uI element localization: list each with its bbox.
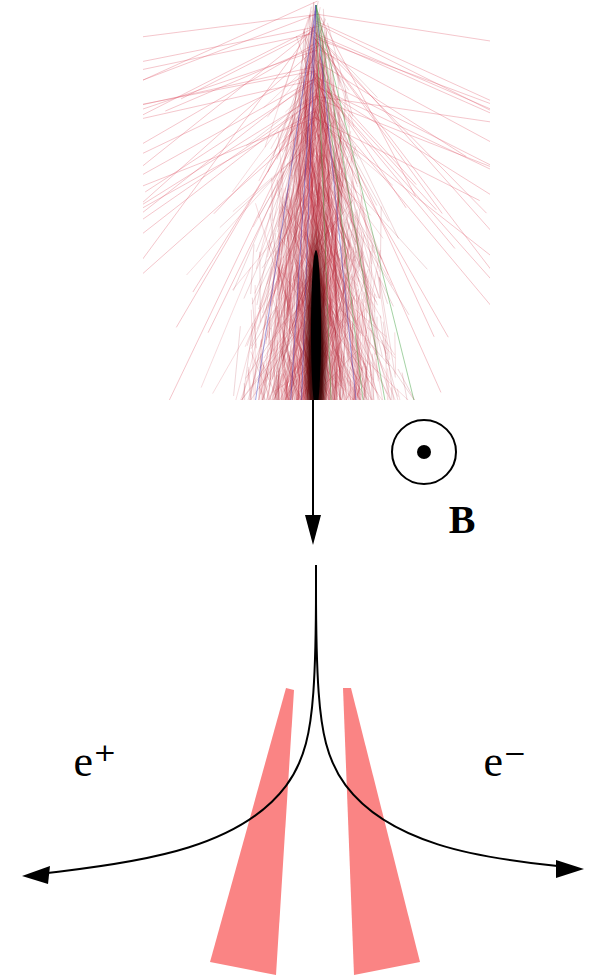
particle-track	[281, 356, 294, 400]
particle-track	[350, 209, 366, 277]
arrow-head	[305, 515, 321, 545]
particle-track	[237, 344, 256, 400]
particle-track	[366, 289, 382, 357]
shower-core	[311, 250, 321, 400]
particle-track	[343, 240, 349, 381]
arrow-head	[556, 860, 584, 878]
particle-track	[251, 244, 254, 294]
particle-track	[143, 71, 314, 144]
shower-core	[302, 150, 330, 400]
light-cone	[210, 688, 294, 975]
particle-track	[353, 247, 354, 290]
electron-track	[316, 565, 575, 868]
particle-track	[385, 340, 389, 400]
particle-track	[339, 355, 340, 400]
particle-track	[201, 267, 251, 387]
particle-track	[329, 46, 354, 127]
particle-track	[317, 39, 490, 152]
particle-label: e⁻	[484, 740, 527, 784]
particle-track	[318, 87, 490, 224]
field-label: B	[449, 500, 476, 540]
particle-track	[383, 322, 395, 400]
particle-track	[372, 354, 374, 380]
particle-track	[377, 271, 389, 360]
field-symbol	[392, 420, 456, 484]
particle-track	[281, 150, 298, 217]
particle-track	[280, 389, 281, 400]
particle-track	[398, 369, 471, 400]
particle-track	[355, 256, 359, 282]
particle-track	[363, 340, 366, 400]
particle-label: e⁺	[74, 740, 117, 784]
particle-track	[332, 349, 335, 400]
particle-track	[294, 29, 304, 184]
particle-track	[380, 316, 386, 365]
particle-track	[394, 332, 396, 374]
particle-track	[402, 373, 408, 400]
particle-track	[262, 356, 272, 400]
particle-track	[361, 251, 371, 400]
particle-track	[271, 305, 290, 400]
particle-track	[143, 14, 318, 46]
light-cone	[343, 688, 420, 975]
particle-track	[316, 5, 417, 400]
particle-track	[293, 184, 297, 278]
arrow-head	[22, 866, 50, 884]
particle-track	[143, 67, 313, 139]
particle-track	[361, 232, 367, 313]
particle-track	[143, 1, 317, 149]
particle-track	[292, 7, 311, 121]
particle-track	[361, 207, 375, 254]
particle-track	[315, 21, 490, 169]
particle-track	[233, 163, 288, 291]
particle-track	[336, 187, 339, 281]
particle-track	[252, 298, 256, 349]
particle-track	[187, 174, 278, 275]
positron-track	[30, 565, 316, 875]
particle-track	[232, 323, 253, 400]
particle-track	[330, 212, 337, 353]
particle-track	[265, 15, 309, 147]
particle-track	[311, 65, 330, 155]
particle-track	[335, 228, 337, 332]
particle-track	[257, 171, 284, 305]
particle-track	[351, 346, 435, 400]
particle-track	[348, 389, 355, 400]
particle-track	[144, 93, 316, 400]
particle-track	[304, 83, 306, 110]
particle-track	[372, 377, 405, 400]
particle-track	[277, 238, 295, 295]
particle-shower	[143, 1, 490, 400]
beam-arrow	[312, 400, 314, 522]
particle-track	[143, 96, 319, 263]
particle-track	[143, 28, 313, 200]
particle-track	[317, 14, 490, 63]
field-dot	[417, 445, 431, 459]
